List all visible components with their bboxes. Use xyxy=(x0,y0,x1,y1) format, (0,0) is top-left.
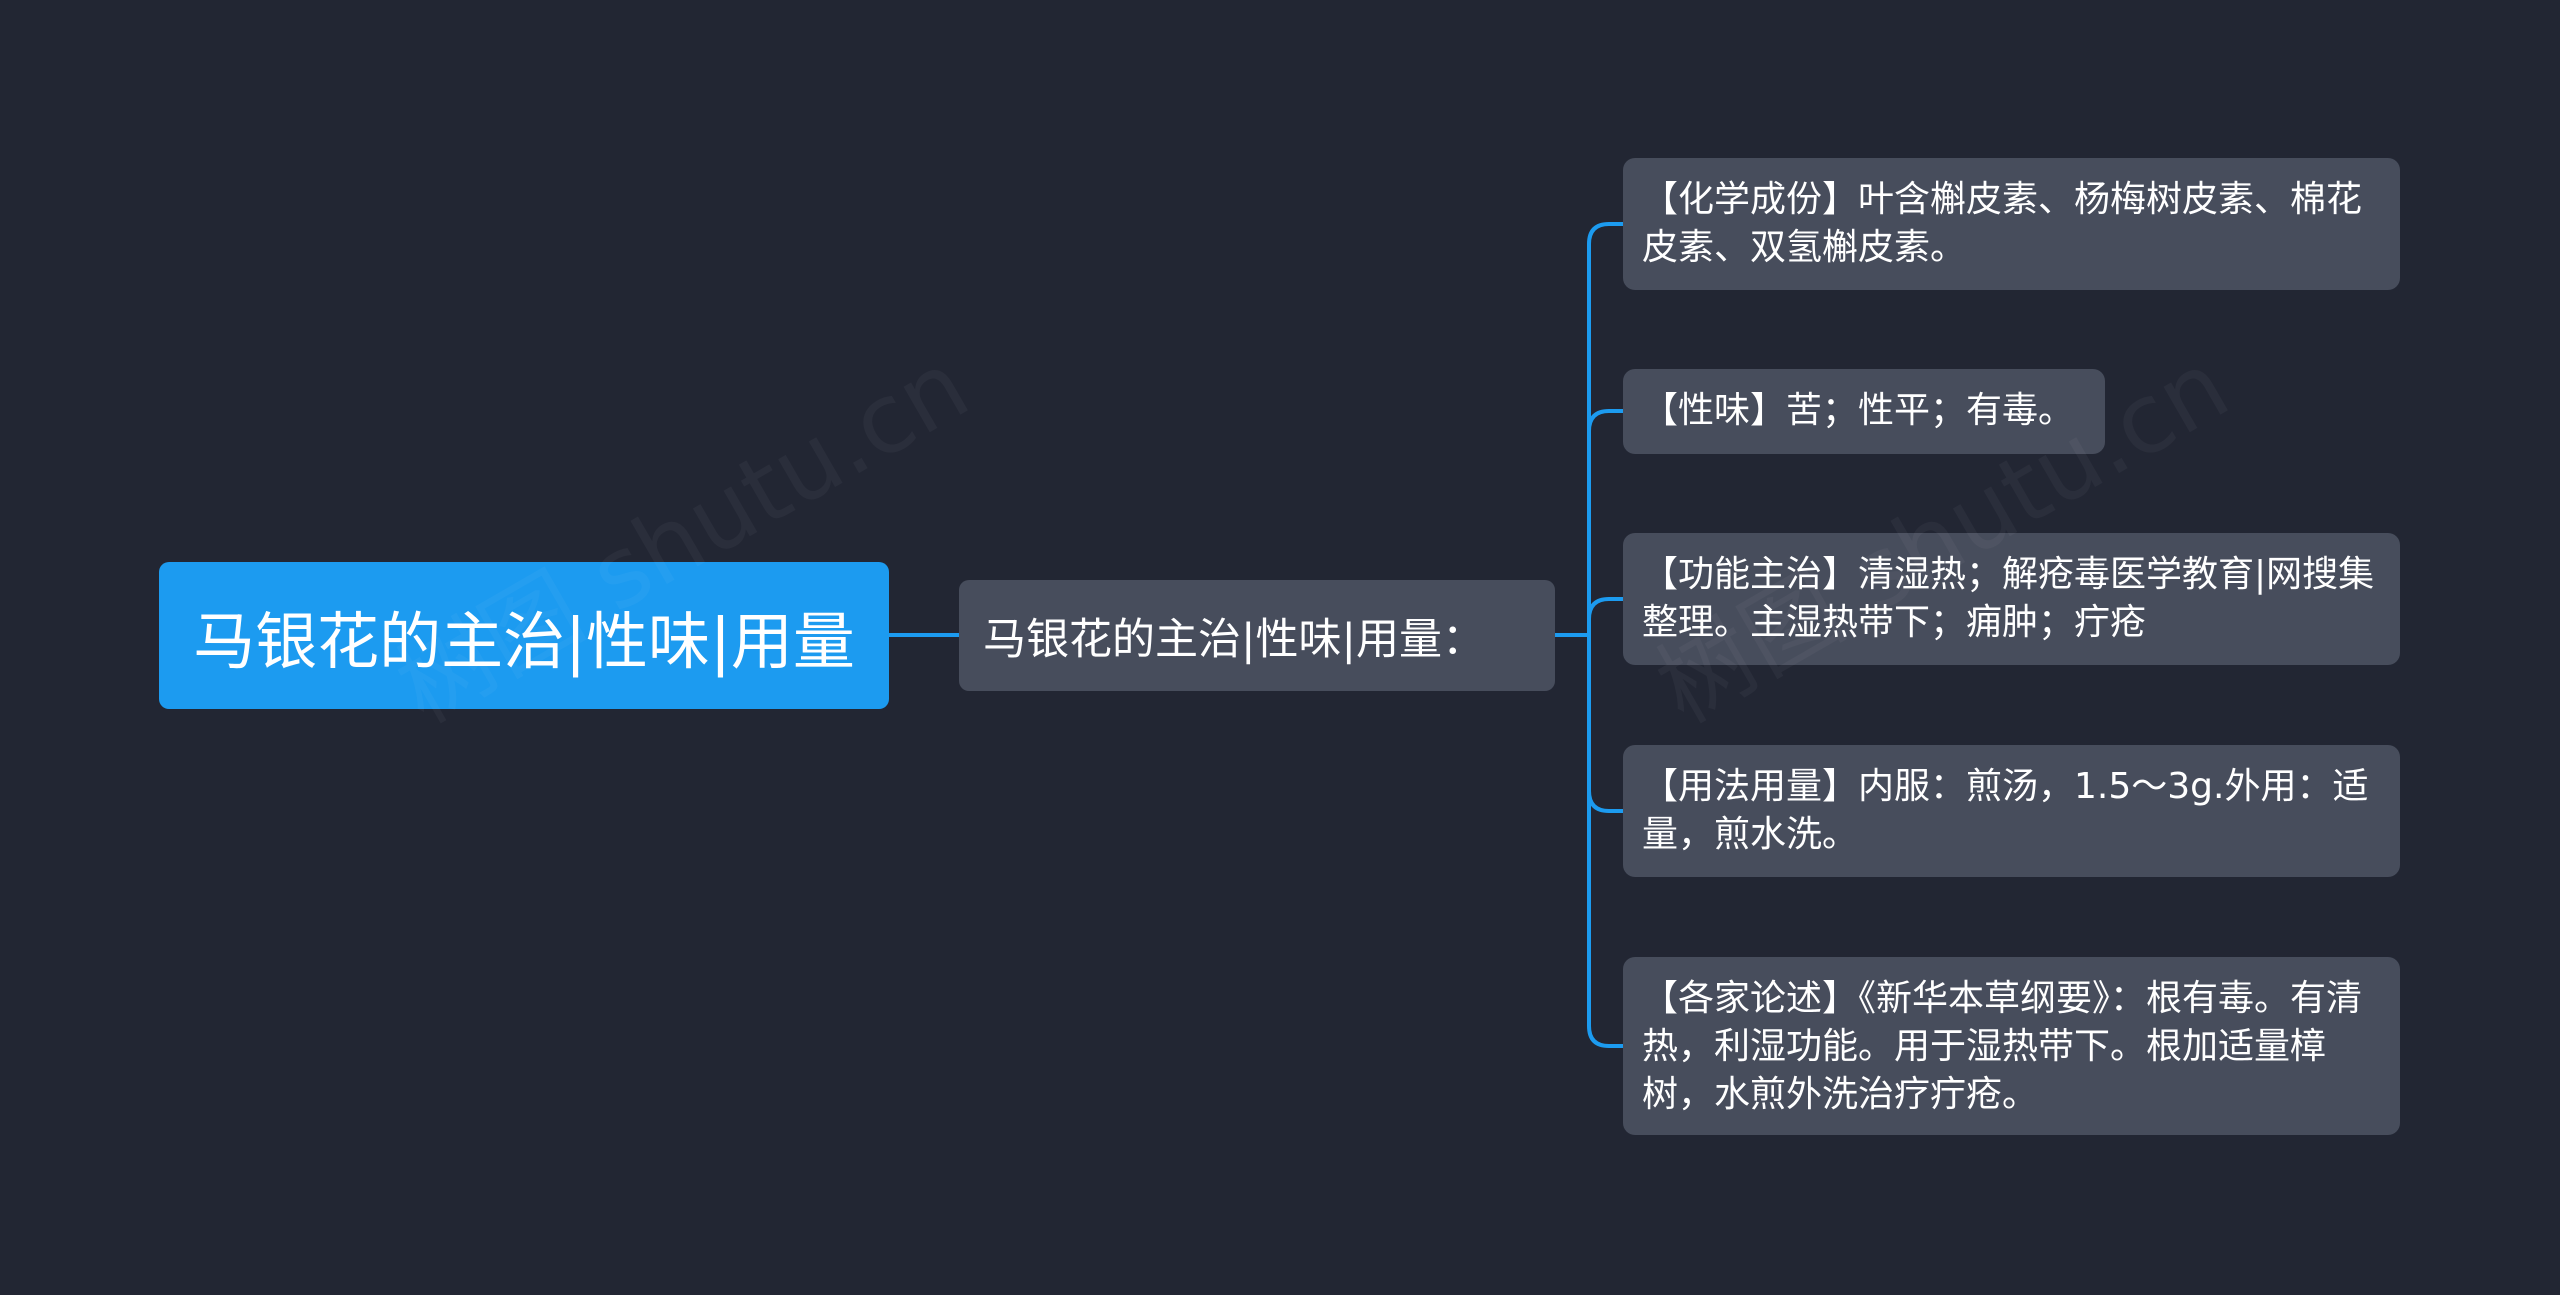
root-node[interactable]: 马银花的主治|性味|用量 xyxy=(159,562,889,709)
leaf-node-commentary[interactable]: 【各家论述】《新华本草纲要》：根有毒。有清热，利湿功能。用于湿热带下。根加适量樟… xyxy=(1623,957,2400,1135)
leaf-connector-3 xyxy=(1587,635,1623,813)
leaf-connector-1 xyxy=(1587,409,1623,635)
leaf-node-function-indication[interactable]: 【功能主治】清湿热；解疮毒医学教育|网搜集整理。主湿热带下；痈肿；疔疮 xyxy=(1623,533,2400,665)
leaf-node-label: 【用法用量】内服：煎汤，1.5～3g.外用：适量，煎水洗。 xyxy=(1642,766,2369,855)
leaf-node-label: 【化学成份】叶含槲皮素、杨梅树皮素、棉花皮素、双氢槲皮素。 xyxy=(1642,179,2363,268)
leaf-node-label: 【功能主治】清湿热；解疮毒医学教育|网搜集整理。主湿热带下；痈肿；疔疮 xyxy=(1642,554,2375,643)
leaf-node-chemical-composition[interactable]: 【化学成份】叶含槲皮素、杨梅树皮素、棉花皮素、双氢槲皮素。 xyxy=(1623,158,2400,290)
branch-node[interactable]: 马银花的主治|性味|用量： xyxy=(959,580,1555,691)
leaf-connector-4 xyxy=(1587,635,1623,1048)
leaf-node-usage-dosage[interactable]: 【用法用量】内服：煎汤，1.5～3g.外用：适量，煎水洗。 xyxy=(1623,745,2400,877)
leaf-connector-0 xyxy=(1587,222,1623,635)
leaf-node-label: 【各家论述】《新华本草纲要》：根有毒。有清热，利湿功能。用于湿热带下。根加适量樟… xyxy=(1642,978,2363,1115)
leaf-node-label: 【性味】苦；性平；有毒。 xyxy=(1642,390,2075,431)
leaf-connector-2 xyxy=(1587,597,1623,635)
root-node-label: 马银花的主治|性味|用量 xyxy=(193,604,855,678)
branch-node-label: 马银花的主治|性味|用量： xyxy=(983,614,1485,665)
leaf-node-nature-taste[interactable]: 【性味】苦；性平；有毒。 xyxy=(1623,369,2105,454)
